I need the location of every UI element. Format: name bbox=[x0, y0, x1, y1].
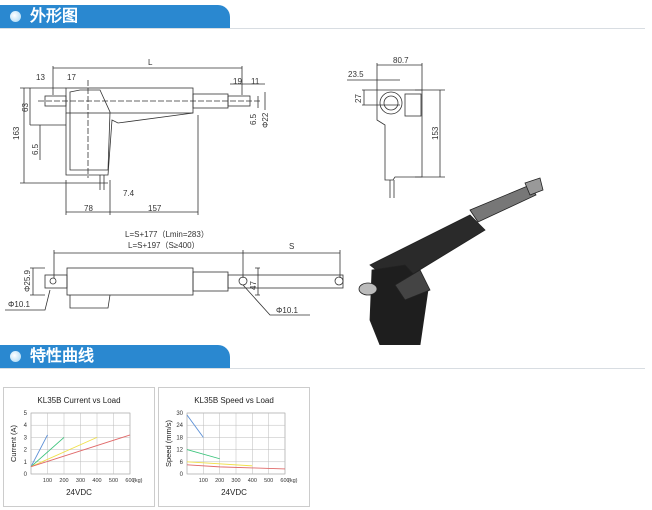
dim-label: 153 bbox=[431, 126, 440, 140]
y-tick-label: 0 bbox=[180, 472, 184, 478]
x-unit-label: (kg) bbox=[288, 478, 298, 484]
y-tick-label: 6 bbox=[180, 460, 184, 466]
series-line-yellow bbox=[30, 436, 98, 468]
x-tick-label: 600 bbox=[125, 478, 134, 484]
y-tick-label: 0 bbox=[24, 472, 28, 478]
series-line-blue bbox=[30, 434, 48, 467]
dim-label: 27 bbox=[354, 94, 363, 103]
dim-label: 11 bbox=[251, 77, 260, 86]
series-line-red bbox=[30, 434, 131, 468]
dim-label: Φ22 bbox=[261, 112, 270, 128]
x-unit-label: (kg) bbox=[133, 478, 143, 484]
dim-label: 47 bbox=[249, 281, 258, 290]
y-axis-label: Speed (mm/s) bbox=[164, 419, 173, 467]
dim-label: 63 bbox=[21, 103, 30, 112]
dim-label: S bbox=[289, 242, 294, 251]
dim-label: Φ10.1 bbox=[276, 306, 299, 315]
y-tick-label: 2 bbox=[24, 448, 28, 454]
front-view-drawing: 80.7 23.5 27 153 bbox=[347, 56, 445, 198]
y-tick-label: 1 bbox=[24, 460, 28, 466]
dim-label: L=S+197（S≥400） bbox=[128, 241, 200, 250]
y-tick-label: 24 bbox=[176, 423, 183, 429]
x-axis-label: 24VDC bbox=[66, 488, 92, 497]
x-tick-label: 200 bbox=[59, 478, 68, 484]
section-title: 特性曲线 bbox=[30, 348, 95, 365]
dim-label: 17 bbox=[67, 73, 76, 82]
series-line-yellow bbox=[186, 461, 253, 467]
y-tick-label: 5 bbox=[24, 411, 28, 417]
x-tick-label: 600 bbox=[280, 478, 289, 484]
side-view-drawing: L 13 17 19 11 63 163 6.5 6.5 Φ22 7.4 78 … bbox=[12, 58, 270, 215]
dim-label: 19 bbox=[233, 77, 242, 86]
x-tick-label: 500 bbox=[264, 478, 273, 484]
chart-title: KL35B Speed vs Load bbox=[194, 396, 274, 405]
section-header-outline: 外形图 bbox=[0, 5, 230, 28]
x-tick-label: 400 bbox=[92, 478, 101, 484]
speed-vs-load-chart: KL35B Speed vs Load 0 6 12 18 24 30 100 200 300 4… bbox=[158, 387, 310, 507]
top-view-drawing: L=S+177（Lmin=283） L=S+197（S≥400） S Φ25.9… bbox=[5, 230, 344, 316]
bullet-icon bbox=[10, 351, 21, 362]
series-line-red bbox=[186, 464, 286, 470]
dim-label: 163 bbox=[12, 126, 21, 140]
y-tick-label: 30 bbox=[176, 411, 183, 417]
x-tick-label: 200 bbox=[215, 478, 224, 484]
dim-label: Φ25.9 bbox=[23, 269, 32, 292]
divider bbox=[0, 28, 645, 29]
x-tick-label: 400 bbox=[248, 478, 257, 484]
dim-label: 78 bbox=[84, 204, 93, 213]
dim-label: 80.7 bbox=[393, 56, 409, 65]
x-tick-label: 500 bbox=[109, 478, 118, 484]
y-tick-label: 12 bbox=[176, 448, 183, 454]
current-vs-load-chart: KL35B Current vs Load 0 1 2 3 4 5 100 200 300 400… bbox=[3, 387, 155, 507]
chart-title: KL35B Current vs Load bbox=[37, 396, 121, 405]
dim-label: 13 bbox=[36, 73, 45, 82]
dim-label: Φ10.1 bbox=[8, 300, 31, 309]
dim-label: 157 bbox=[148, 204, 162, 213]
x-tick-label: 100 bbox=[199, 478, 208, 484]
x-tick-label: 300 bbox=[76, 478, 85, 484]
dim-label: L bbox=[148, 58, 153, 67]
y-tick-label: 4 bbox=[24, 423, 28, 429]
divider bbox=[0, 368, 645, 369]
dim-label: 6.5 bbox=[249, 113, 258, 125]
x-tick-label: 100 bbox=[43, 478, 52, 484]
series-line-blue bbox=[186, 414, 204, 438]
dim-label: 23.5 bbox=[348, 70, 364, 79]
dim-label: 6.5 bbox=[31, 143, 40, 155]
y-tick-label: 3 bbox=[24, 435, 28, 441]
section-header-curves: 特性曲线 bbox=[0, 345, 230, 368]
section-title: 外形图 bbox=[30, 8, 79, 25]
y-axis-label: Current (A) bbox=[9, 424, 18, 462]
series-line-green bbox=[30, 437, 65, 468]
x-axis-label: 24VDC bbox=[221, 488, 247, 497]
actuator-3d-render bbox=[358, 177, 544, 345]
bullet-icon bbox=[10, 11, 21, 22]
x-tick-label: 300 bbox=[231, 478, 240, 484]
dim-label: L=S+177（Lmin=283） bbox=[125, 230, 209, 239]
outline-drawings: L 13 17 19 11 63 163 6.5 6.5 Φ22 7.4 78 … bbox=[5, 56, 544, 345]
dim-label: 7.4 bbox=[123, 189, 135, 198]
y-tick-label: 18 bbox=[176, 435, 183, 441]
series-line-green bbox=[186, 449, 220, 460]
